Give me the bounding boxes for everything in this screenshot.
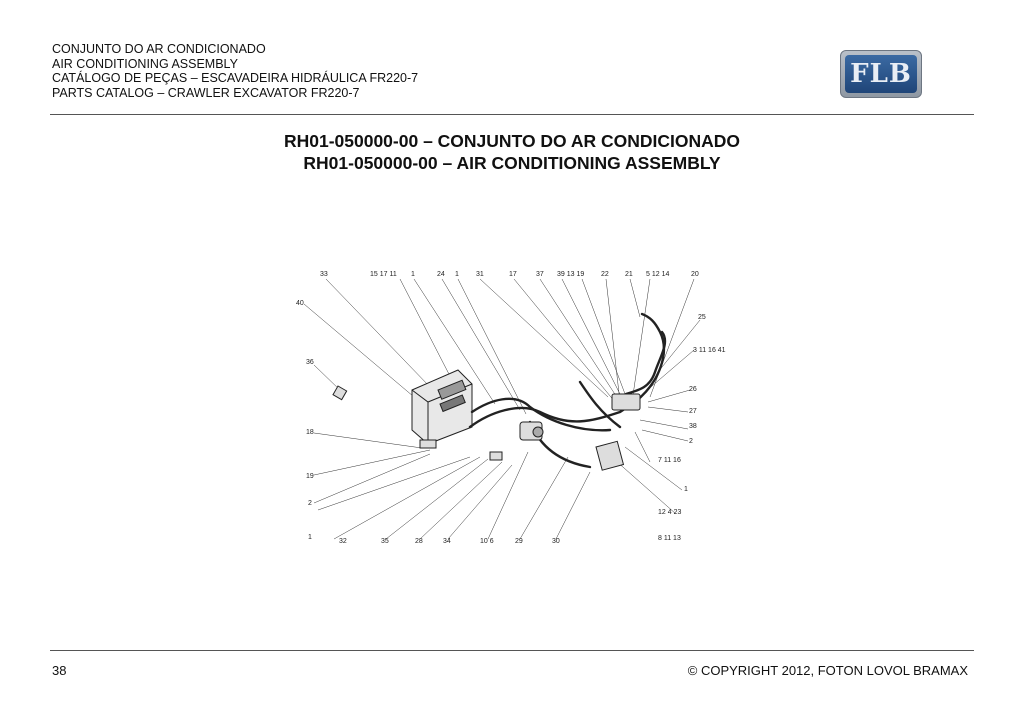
hose-lines (468, 312, 667, 469)
callout-30: 30 (552, 538, 560, 545)
callout-3-11-16-41: 3 11 16 41 (693, 347, 726, 354)
callout-26: 26 (689, 386, 697, 393)
page-number: 38 (52, 663, 67, 678)
callout-1: 1 (308, 534, 312, 541)
callout-31: 31 (476, 271, 484, 278)
callout-labels: 33 15 17 11 1 24 1 31 17 37 39 13 19 22 … (296, 271, 726, 545)
callout-25: 25 (698, 314, 706, 321)
flb-logo-text: FLB (845, 55, 917, 93)
callout-15-17-11: 15 17 11 (370, 271, 397, 278)
flb-logo: FLB (840, 50, 922, 98)
exploded-parts-diagram: 33 15 17 11 1 24 1 31 17 37 39 13 19 22 … (290, 262, 750, 552)
callout-12-4-23: 12 4 23 (658, 509, 681, 516)
callout-2: 2 (689, 438, 693, 445)
callout-1: 1 (411, 271, 415, 278)
header-line-3: CATÁLOGO DE PEÇAS – ESCAVADEIRA HIDRÁULI… (52, 71, 419, 85)
callout-34: 34 (443, 538, 451, 545)
callout-37: 37 (536, 271, 544, 278)
header-line-4: PARTS CATALOG – CRAWLER EXCAVATOR FR220-… (52, 85, 360, 100)
callout-5-12-14: 5 12 14 (646, 271, 669, 278)
callout-27: 27 (689, 408, 697, 415)
callout-38: 38 (689, 423, 697, 430)
callout-39-13-19: 39 13 19 (557, 271, 584, 278)
footer-divider (50, 650, 974, 651)
callout-33: 33 (320, 271, 328, 278)
header-line-2: AIR CONDITIONING ASSEMBLY (52, 56, 238, 71)
callout-35: 35 (381, 538, 389, 545)
callout-22: 22 (601, 271, 609, 278)
callout-32: 32 (339, 538, 347, 545)
leader-lines (303, 278, 701, 540)
callout-36: 36 (306, 359, 314, 366)
title-portuguese: RH01-050000-00 – CONJUNTO DO AR CONDICIO… (283, 131, 741, 151)
callout-24: 24 (437, 271, 445, 278)
callout-21: 21 (625, 271, 633, 278)
callout-29: 29 (515, 538, 523, 545)
document-header: CONJUNTO DO AR CONDICIONADO AIR CONDITIO… (52, 42, 418, 100)
callout-10-6: 10 6 (480, 538, 494, 545)
callout-18: 18 (306, 429, 314, 436)
callout-8-11-13: 8 11 13 (658, 535, 681, 542)
ac-unit-drawing (411, 369, 473, 445)
callout-20: 20 (691, 271, 699, 278)
callout-7-11-16: 7 11 16 (658, 457, 681, 464)
copyright-notice: © COPYRIGHT 2012, FOTON LOVOL BRAMAX (687, 663, 968, 678)
callout-19: 19 (306, 473, 314, 480)
callout-28: 28 (415, 538, 423, 545)
callout-1: 1 (455, 271, 459, 278)
callout-2: 2 (308, 500, 312, 507)
callout-17: 17 (509, 271, 517, 278)
header-line-1: CONJUNTO DO AR CONDICIONADO (52, 42, 266, 56)
title-english: RH01-050000-00 – AIR CONDITIONING ASSEMB… (303, 153, 721, 173)
header-divider (50, 114, 974, 115)
callout-40: 40 (296, 300, 304, 307)
page-title: RH01-050000-00 – CONJUNTO DO AR CONDICIO… (0, 130, 1024, 174)
callout-1: 1 (684, 486, 688, 493)
component-drawings (332, 385, 641, 471)
